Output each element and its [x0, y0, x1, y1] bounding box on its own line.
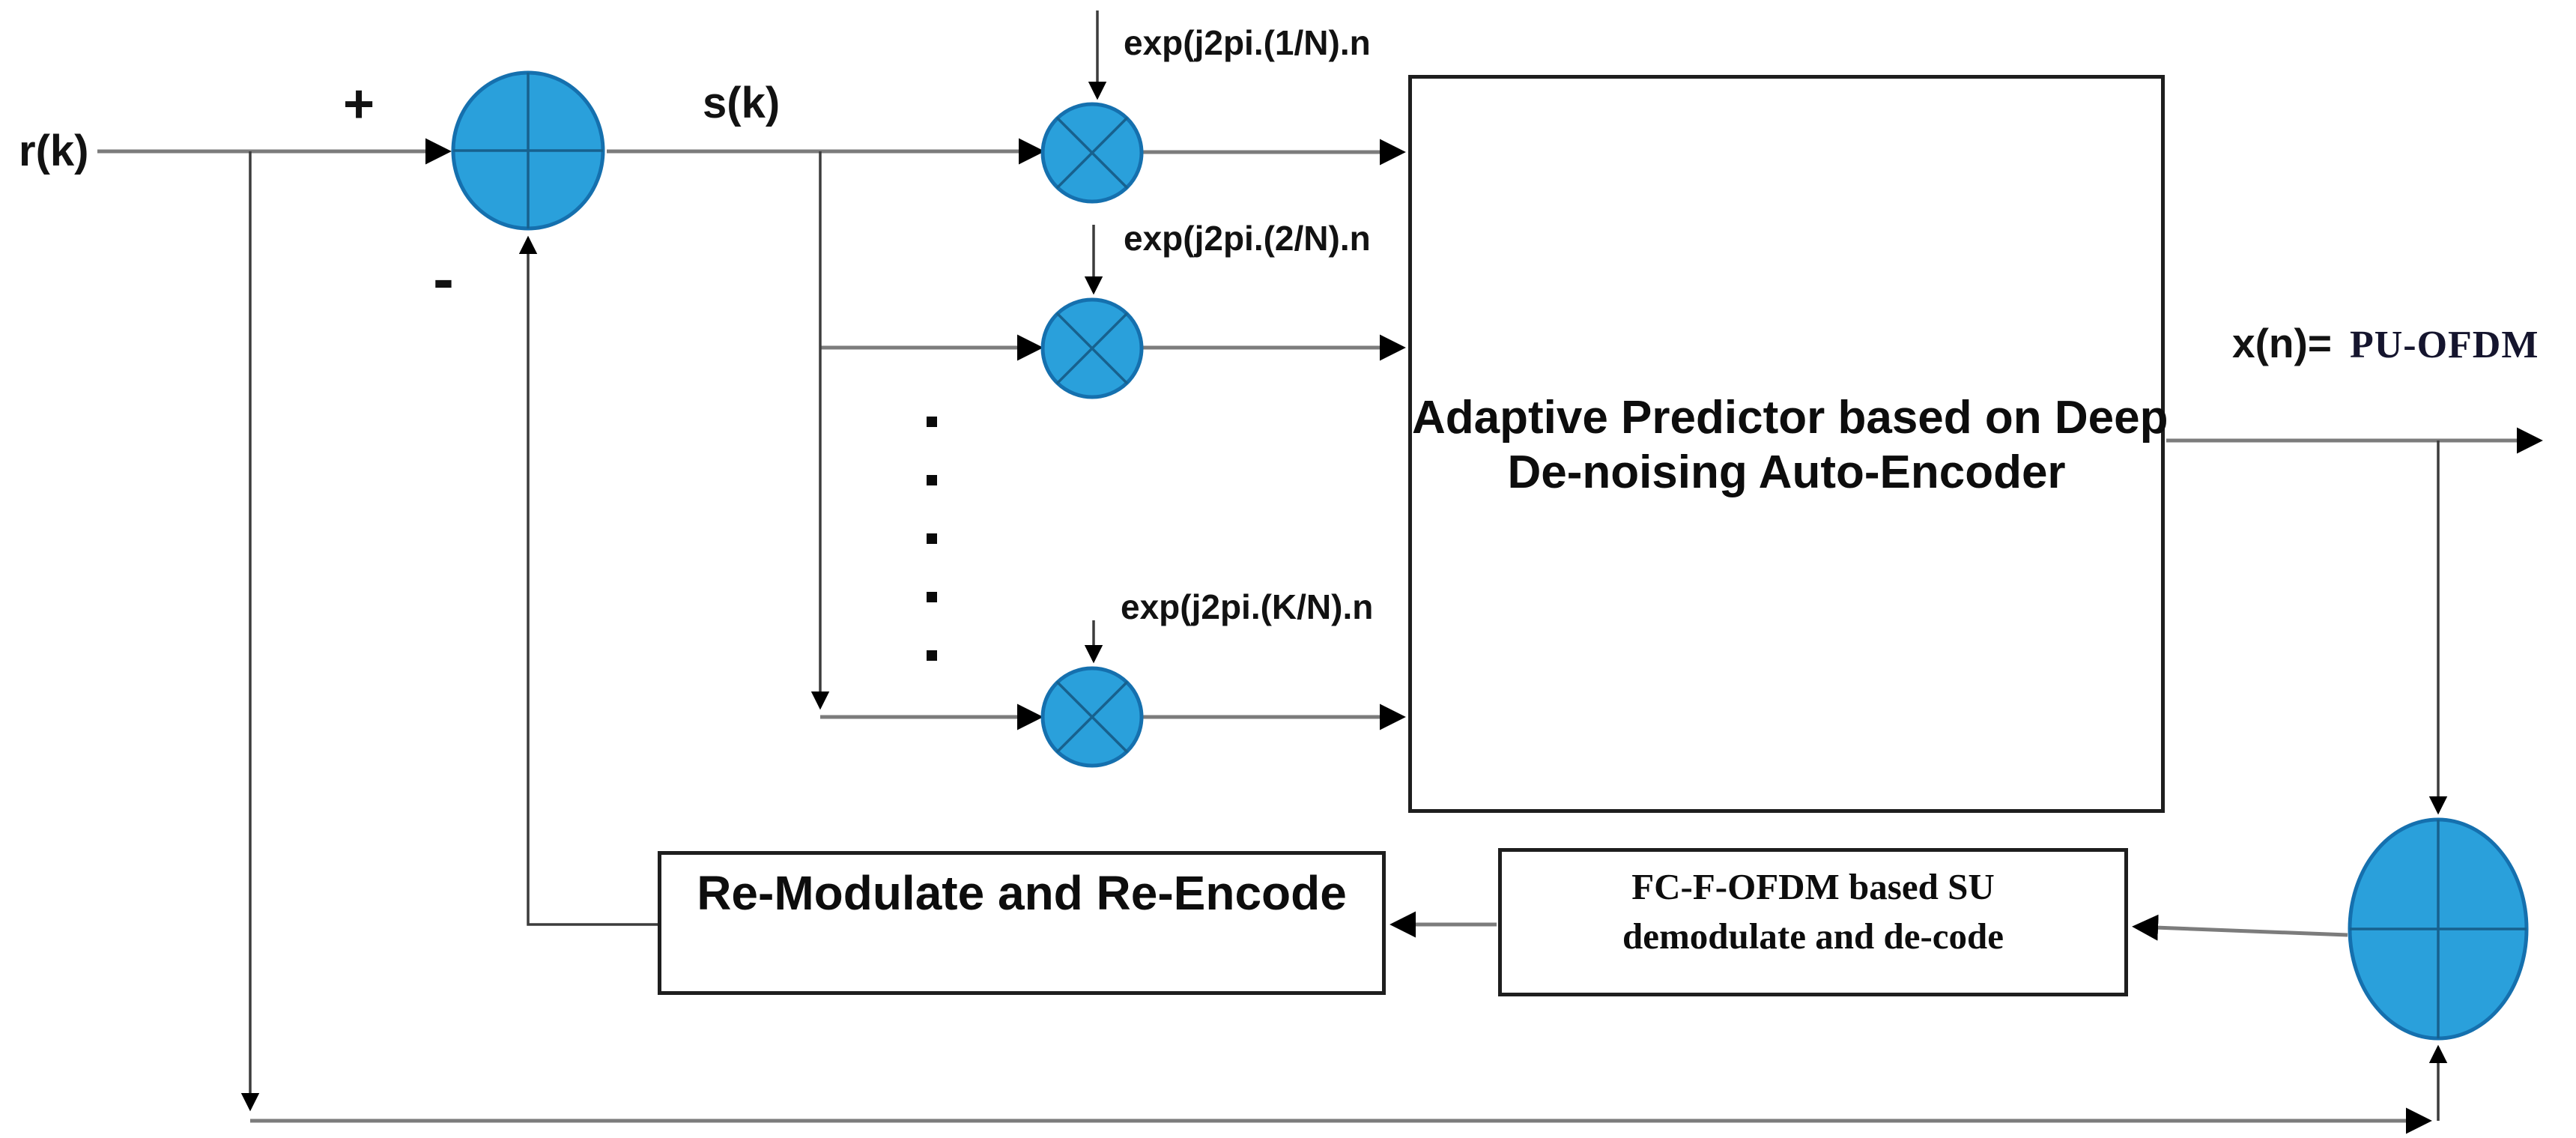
su-demodulator-label: FC-F-OFDM based SU demodulate and de-cod…: [1502, 862, 2124, 961]
exp-label-1: exp(j2pi.(1/N).n: [1124, 23, 1371, 62]
su-demodulator-label-line2: demodulate and de-code: [1622, 915, 2004, 957]
multiplier-node-2: [1040, 297, 1144, 399]
remodulate-block: Re-Modulate and Re-Encode: [658, 851, 1386, 995]
plus-sign-label: +: [343, 74, 375, 134]
minus-sign-label: -: [433, 243, 454, 314]
sum-junction-left: [451, 70, 605, 231]
adaptive-predictor-block: Adaptive Predictor based on Deep De-nois…: [1408, 75, 2169, 813]
multiplier-node-1: [1040, 102, 1144, 204]
error-signal-label: s(k): [703, 79, 781, 127]
adaptive-predictor-label: Adaptive Predictor based on Deep De-nois…: [1412, 390, 2169, 500]
su-demodulator-label-line1: FC-F-OFDM based SU: [1631, 866, 1995, 907]
connector-remod-to-sum-minus: [518, 235, 658, 926]
output-signal-label: x(n)= PU-OFDM: [2232, 320, 2539, 366]
adaptive-predictor-label-line2: De-noising Auto-Encoder: [1507, 447, 2066, 498]
multiplier-node-k: [1040, 666, 1144, 768]
input-signal-label: r(k): [19, 127, 89, 175]
remodulate-label: Re-Modulate and Re-Encode: [697, 866, 1347, 920]
ellipsis-dots: [927, 417, 937, 661]
connector-sumright-to-demod: [2132, 914, 2348, 941]
su-demodulator-block: FC-F-OFDM based SU demodulate and de-cod…: [1498, 848, 2128, 996]
exp-label-k: exp(j2pi.(K/N).n: [1121, 587, 1374, 626]
adaptive-predictor-label-line1: Adaptive Predictor based on Deep: [1412, 392, 2169, 444]
output-signal-prefix: x(n)=: [2232, 320, 2332, 366]
output-signal-name: PU-OFDM: [2349, 324, 2539, 366]
sum-junction-right: [2348, 817, 2529, 1041]
exp-label-2: exp(j2pi.(2/N).n: [1124, 219, 1371, 258]
